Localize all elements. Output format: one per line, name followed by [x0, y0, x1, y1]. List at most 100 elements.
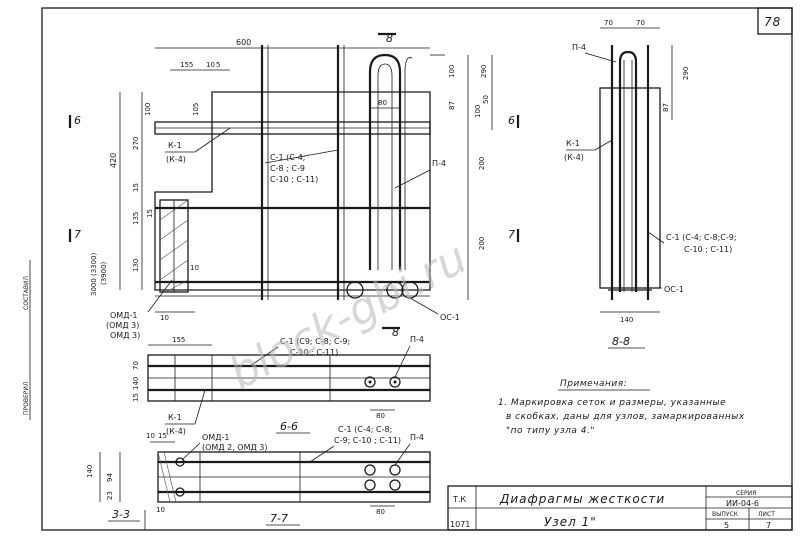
- s77-label-omd-1: ОМД-1: [202, 433, 229, 442]
- s77-dim-80: 80: [376, 508, 385, 516]
- dim-100-50: 100: [474, 105, 482, 118]
- s88-label-c-group-1: С-1 (С-4; С-8;С-9;: [666, 233, 737, 242]
- section-mark-6-left: 6: [74, 114, 81, 127]
- notes-header: Примечания:: [560, 379, 627, 389]
- section-mark-7-right: 7: [508, 228, 515, 241]
- dim-200-a: 200: [478, 157, 486, 170]
- label-c-group-2: С-8 ; С-9: [270, 164, 305, 173]
- section-8-8-loop: [618, 50, 638, 292]
- s88-label-k1: К-1: [566, 139, 580, 148]
- s77-label-omd-2: (ОМД 2, ОМД 3): [202, 443, 268, 452]
- dim-100-left: 100: [144, 103, 152, 116]
- section-mark-7-left: 7: [74, 228, 81, 241]
- dim-80: 80: [378, 99, 387, 107]
- section-7-7: 10 15 140 94 23 10 80 ОМД-1 (ОМД 2, ОМД …: [86, 425, 431, 526]
- section-6-6: 155 140 70 15 80 С-1 (С9; С-8; С-9; С-10…: [132, 335, 431, 436]
- notes-block: Примечания: 1. Маркировка сеток и размер…: [498, 379, 745, 436]
- dim-50: 50: [482, 95, 490, 104]
- s88-label-p4: П-4: [572, 43, 586, 52]
- title-sheet-label: ЛИСТ: [758, 511, 775, 518]
- dim-420: 420: [109, 153, 118, 168]
- dim-290: 290: [480, 65, 488, 78]
- dim-100-top: 100: [448, 65, 456, 78]
- label-c-group-3: С-10 ; С-11): [270, 175, 318, 184]
- dim-105: 105: [192, 103, 200, 116]
- label-omd-1: ОМД-1: [110, 311, 137, 320]
- s88-dim-290: 290: [682, 67, 690, 80]
- s77-dim-10-bottom: 10: [156, 506, 165, 514]
- section-3-3: 3-3: [108, 508, 146, 530]
- dim-bottom-10b: 10: [190, 264, 199, 272]
- section-6-6-title: 6-6: [280, 420, 298, 433]
- left-margin-text-1: ПРОВЕРИЛ: [23, 382, 30, 415]
- s77-dim-94: 94: [106, 473, 114, 482]
- section-8-8-title: 8-8: [612, 335, 630, 348]
- title-series-label: СЕРИЯ: [736, 490, 756, 497]
- s88-dim-140: 140: [620, 316, 633, 324]
- loop-bar: [368, 53, 402, 270]
- notes-line-2: в скобках, даны для узлов, замаркированн…: [506, 412, 745, 422]
- dim-15-left: 15: [132, 183, 140, 192]
- dim-200-b: 200: [478, 237, 486, 250]
- label-p4: П-4: [432, 159, 446, 168]
- s77-dim-23: 23: [106, 491, 114, 500]
- s88-dim-87: 87: [662, 103, 670, 112]
- label-omd-2: (ОМД 3): [106, 321, 139, 330]
- s88-label-k4: (К-4): [564, 153, 584, 162]
- dim-155: 155: [180, 61, 193, 69]
- section-mark-6-right: 6: [508, 114, 515, 127]
- s66-label-k1: К-1: [168, 413, 182, 422]
- s77-dim-10: 10: [146, 432, 155, 440]
- section-mark-8-bottom: 8: [392, 326, 399, 339]
- dim-87: 87: [448, 101, 456, 110]
- dim-135: 135: [132, 212, 140, 225]
- sheet-frame: [41, 7, 793, 531]
- section-mark-8-top: 8: [386, 32, 393, 45]
- dim-270: 270: [132, 137, 140, 150]
- title-series: ИИ-04-6: [726, 499, 759, 508]
- title-name: Диафрагмы жесткости: [499, 492, 665, 506]
- s66-dim-80: 80: [376, 412, 385, 420]
- section-7-7-title: 7-7: [270, 512, 288, 525]
- s66-label-c-group-2: С-10 ; С-11): [290, 348, 338, 357]
- label-omd-3: ОМД 3): [110, 331, 140, 340]
- label-k4: (К-4): [166, 155, 186, 164]
- label-oc1: ОС-1: [440, 313, 460, 322]
- dim-15-col: 15: [146, 209, 154, 218]
- title-sheet: 7: [766, 521, 771, 530]
- s88-label-c-group-2: С-10 ; С-11): [684, 245, 732, 254]
- title-issue: 5: [724, 521, 729, 530]
- s88-dim-70b: 70: [636, 19, 645, 27]
- title-block: Т.К Диафрагмы жесткости СЕРИЯ ИИ-04-6 ВЫ…: [447, 485, 793, 531]
- label-c-group-1: С-1 (С-4;: [270, 153, 305, 162]
- title-tk: Т.К: [452, 495, 466, 504]
- sheet-number: 78: [764, 15, 781, 29]
- s66-label-c-group-1: С-1 (С9; С-8; С-9;: [280, 337, 350, 346]
- s77-label-p4: П-4: [410, 433, 424, 442]
- s66-dim-155: 155: [172, 336, 185, 344]
- s77-label-c-group-1: С-1 (С-4; С-8;: [338, 425, 392, 434]
- notes-line-1: 1. Маркировка сеток и размеры, указанные: [498, 398, 726, 408]
- s77-dim-15: 15: [158, 432, 167, 440]
- left-margin: ПРОВЕРИЛ СОСТАВИЛ: [23, 260, 31, 420]
- s77-dim-140: 140: [86, 465, 94, 478]
- dim-3000: 3000 (3300): [90, 252, 98, 296]
- main-view-outline: [154, 91, 431, 291]
- sheet-number-box: [757, 7, 793, 35]
- section-3-3-title: 3-3: [112, 508, 130, 521]
- s66-label-k4: (К-4): [166, 427, 186, 436]
- label-k1: К-1: [168, 141, 182, 150]
- title-code: 1071: [450, 520, 470, 529]
- section-8-8-outline: [599, 87, 661, 289]
- dim-bottom-10a: 10: [160, 314, 169, 322]
- dim-10: 10: [206, 61, 215, 69]
- s66-dim-140: 140: [132, 377, 140, 390]
- dim-600: 600: [236, 38, 251, 47]
- dim-5: 5: [216, 61, 220, 69]
- s66-label-p4: П-4: [410, 335, 424, 344]
- notes-line-3: "по типу узла 4.": [506, 426, 595, 436]
- title-subtitle: Узел 1": [544, 515, 597, 529]
- s66-dim-15: 15: [132, 393, 140, 402]
